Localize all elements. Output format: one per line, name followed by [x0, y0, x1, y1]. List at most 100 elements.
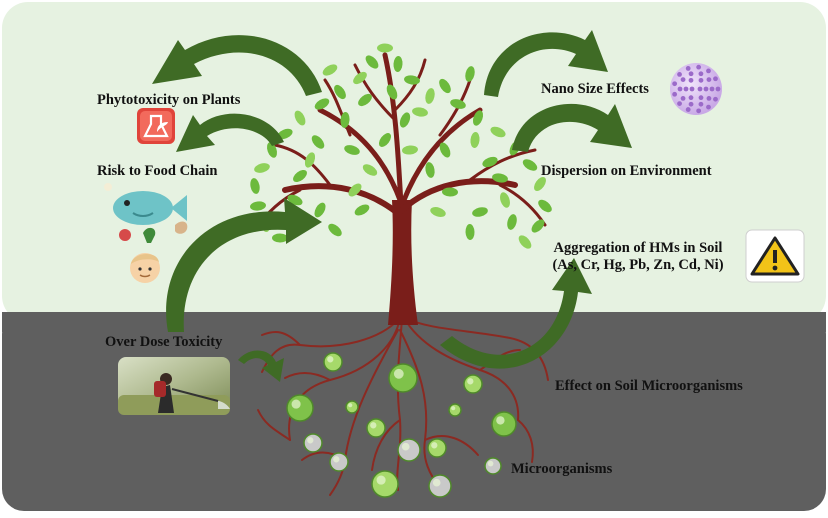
arrow-phytotoxicity — [152, 35, 322, 96]
leaf — [404, 75, 420, 85]
leaf — [490, 126, 506, 138]
arrow-sprayer — [238, 350, 284, 382]
tree-trunk — [388, 200, 418, 325]
leaf — [465, 224, 475, 240]
leaf — [277, 128, 293, 140]
leaf — [470, 132, 480, 148]
label-phytotoxicity: Phytotoxicity on Plants — [97, 92, 241, 108]
nano-dot — [685, 107, 691, 112]
microorganism-highlight — [487, 460, 494, 467]
leaf — [393, 56, 403, 72]
microorganism-highlight — [393, 368, 404, 379]
nano-dot — [688, 101, 694, 107]
microorganism-blob — [329, 452, 349, 472]
nano-dot — [706, 104, 711, 110]
nano-dot — [677, 72, 682, 77]
microorganism-highlight — [333, 456, 340, 463]
leaf — [328, 223, 342, 237]
nano-dot — [713, 76, 718, 82]
leaf — [442, 187, 458, 197]
leaf — [412, 107, 428, 117]
nano-dot — [706, 96, 712, 101]
leaf — [425, 162, 435, 178]
microorganism-highlight — [451, 406, 456, 411]
leaf — [362, 164, 378, 176]
leaf — [322, 64, 338, 76]
leaf — [472, 110, 484, 126]
microorganism-blob — [428, 474, 452, 498]
microorganism-blob — [345, 400, 359, 414]
nano-dot — [706, 68, 711, 74]
label-aggregation: Aggregation of HMs in Soil (As, Cr, Hg, … — [535, 240, 741, 274]
microorganism-blob — [286, 394, 314, 422]
warning-triangle-icon — [745, 229, 805, 283]
leaf — [492, 173, 508, 183]
nano-dot — [696, 64, 702, 70]
lab-flask-leaf-icon — [137, 108, 175, 144]
leaf — [340, 112, 350, 128]
arrow-food-chain — [176, 113, 284, 152]
leaf — [538, 199, 552, 213]
leaf — [304, 152, 316, 168]
arrow-aggregation — [440, 258, 592, 369]
nano-dot — [680, 77, 686, 82]
microorganism-highlight — [370, 422, 377, 429]
leaf — [250, 178, 260, 194]
leaf — [386, 84, 398, 100]
leaf — [254, 163, 270, 173]
leaf — [348, 183, 362, 197]
microorganism-highlight — [348, 403, 353, 408]
tree-roots — [257, 317, 549, 496]
label-microorganisms: Microorganisms — [511, 461, 613, 477]
leaf — [377, 43, 393, 53]
microorganism-highlight — [401, 442, 410, 451]
label-dispersion: Dispersion on Environment — [541, 163, 712, 179]
arrow-nano — [484, 30, 608, 97]
nano-dot — [697, 86, 703, 92]
label-over-dose: Over Dose Toxicity — [105, 334, 223, 350]
microorganism-highlight — [376, 475, 386, 485]
nano-dot — [698, 71, 704, 77]
nano-dot — [680, 96, 686, 101]
nano-dot — [688, 71, 694, 77]
nano-dot — [698, 95, 704, 101]
arrow-dispersion — [512, 103, 632, 152]
leaf — [439, 78, 451, 94]
leaf — [358, 93, 372, 107]
sky-panel — [2, 2, 826, 322]
nano-dot — [672, 91, 678, 97]
leaf — [354, 204, 370, 216]
microorganism-highlight — [432, 478, 441, 487]
microorganism-blob — [484, 457, 502, 475]
microorganism-highlight — [327, 356, 334, 363]
leaf — [314, 202, 326, 218]
leaf — [294, 110, 306, 126]
microorganism-highlight — [467, 378, 474, 385]
label-food-chain: Risk to Food Chain — [97, 163, 218, 179]
leaf — [311, 135, 325, 149]
pesticide-sprayer-photo — [118, 357, 230, 415]
nanoparticle-sphere-icon — [670, 63, 722, 115]
microorganism-blob — [427, 438, 447, 458]
label-nano-size: Nano Size Effects — [541, 81, 649, 97]
label-soil-microorganisms: Effect on Soil Microorganisms — [555, 378, 743, 394]
nano-dot — [696, 108, 702, 114]
leaf — [334, 84, 346, 100]
leaf — [250, 201, 266, 211]
leaf — [378, 133, 392, 147]
leaf — [399, 112, 411, 128]
nano-dot — [689, 86, 695, 92]
nano-dot — [706, 77, 712, 82]
leaf — [465, 66, 475, 82]
label-aggregation-line1: Aggregation of HMs in Soil — [553, 240, 723, 256]
microorganism-highlight — [291, 399, 301, 409]
label-aggregation-line2: (As, Cr, Hg, Pb, Zn, Cd, Ni) — [552, 257, 724, 273]
nano-dot — [698, 101, 704, 107]
leaf — [482, 156, 498, 168]
nano-dot — [715, 86, 721, 92]
fish-food-icon — [104, 183, 188, 243]
microorganism-highlight — [496, 416, 505, 425]
arrow-over-dose — [166, 198, 322, 332]
